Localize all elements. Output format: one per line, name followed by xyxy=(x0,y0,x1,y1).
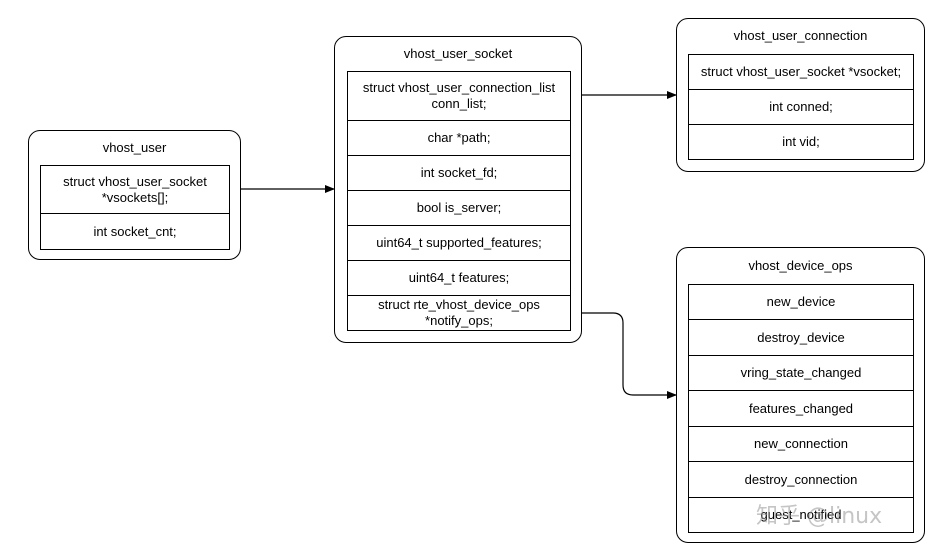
field-vsocket: struct vhost_user_socket *vsocket; xyxy=(688,55,914,90)
field-socket-fd: int socket_fd; xyxy=(347,156,571,191)
vhost-user-connection-fields: struct vhost_user_socket *vsocket; int c… xyxy=(688,54,914,160)
vhost-user-connection-title: vhost_user_connection xyxy=(733,28,868,43)
op-new-device: new_device xyxy=(688,285,914,320)
op-features-changed: features_changed xyxy=(688,391,914,427)
field-notify-ops: struct rte_vhost_device_ops *notify_ops; xyxy=(347,296,571,331)
vhost-device-ops-fields: new_device destroy_device vring_state_ch… xyxy=(688,284,914,533)
arrow-notifyops-to-deviceops xyxy=(570,312,677,399)
op-destroy-connection: destroy_connection xyxy=(688,462,914,498)
field-vid: int vid; xyxy=(688,125,914,160)
vhost-user-box: vhost_user struct vhost_user_socket *vso… xyxy=(28,130,241,260)
field-is-server: bool is_server; xyxy=(347,191,571,226)
vhost-user-connection-box: vhost_user_connection struct vhost_user_… xyxy=(676,18,925,172)
field-conned: int conned; xyxy=(688,90,914,125)
vhost-user-socket-box: vhost_user_socket struct vhost_user_conn… xyxy=(334,36,582,343)
vhost-user-socket-fields: struct vhost_user_connection_list conn_l… xyxy=(347,71,571,331)
watermark: 知乎 @linux xyxy=(756,504,883,529)
op-new-connection: new_connection xyxy=(688,427,914,462)
vhost-device-ops-box: vhost_device_ops new_device destroy_devi… xyxy=(676,247,925,543)
field-vsockets: struct vhost_user_socket *vsockets[]; xyxy=(40,166,230,214)
field-socket-cnt: int socket_cnt; xyxy=(40,214,230,250)
field-conn-list: struct vhost_user_connection_list conn_l… xyxy=(347,72,571,121)
vhost-user-fields: struct vhost_user_socket *vsockets[]; in… xyxy=(40,165,230,250)
op-guest-notified: guest_notified xyxy=(688,498,914,533)
field-supported-features: uint64_t supported_features; xyxy=(347,226,571,261)
op-destroy-device: destroy_device xyxy=(688,320,914,356)
vhost-user-socket-title: vhost_user_socket xyxy=(403,46,513,61)
vhost-user-title: vhost_user xyxy=(102,140,167,155)
field-features: uint64_t features; xyxy=(347,261,571,296)
field-path: char *path; xyxy=(347,121,571,156)
vhost-device-ops-title: vhost_device_ops xyxy=(748,258,853,273)
op-vring-state-changed: vring_state_changed xyxy=(688,356,914,391)
